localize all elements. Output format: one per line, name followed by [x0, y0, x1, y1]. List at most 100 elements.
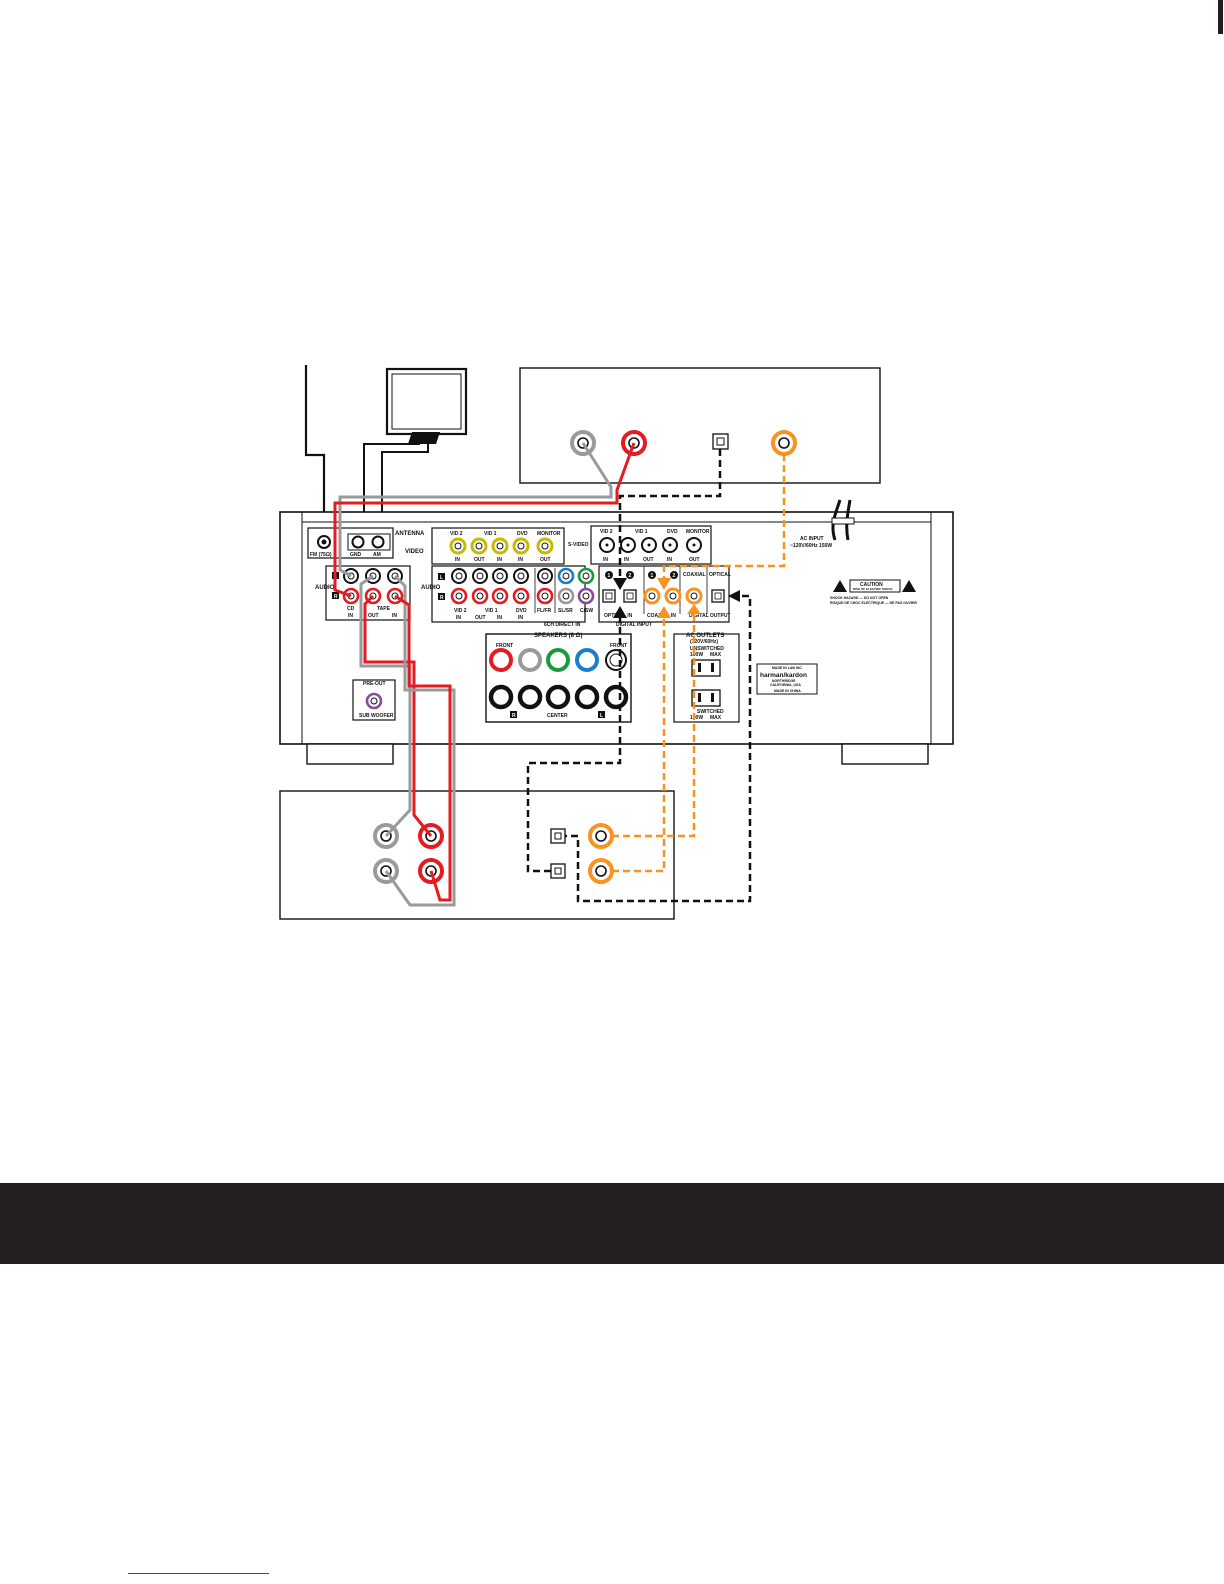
svideo-col-2: VID 1: [635, 529, 648, 535]
direct-in-sw-jack[interactable]: [577, 587, 595, 605]
svideo-jack-3[interactable]: [641, 537, 657, 553]
ac-unswitched-spec-right: MAX: [710, 652, 722, 658]
coaxial-out-jack[interactable]: [685, 587, 703, 605]
audio-top-jack-4[interactable]: [513, 568, 529, 584]
coaxial-in-1-jack[interactable]: [643, 587, 661, 605]
warning-triangle-icon: [833, 580, 847, 592]
svideo-jack-5[interactable]: [686, 537, 702, 553]
bottom-device-coax-jack-bottom[interactable]: [588, 858, 614, 884]
speaker-neg-terminal-1[interactable]: [488, 684, 514, 710]
ac-unswitched-spec-left: 100W: [690, 652, 703, 658]
audio-left-r: R: [334, 594, 338, 600]
video-port-1: IN: [455, 557, 460, 563]
video-port-5: OUT: [540, 557, 551, 563]
audio-bottom-jack-3[interactable]: [491, 587, 509, 605]
tape-deck-white-jack-top[interactable]: [373, 823, 399, 849]
tape-deck-device: [279, 790, 675, 920]
audio-bottom-jack-1[interactable]: [450, 587, 468, 605]
direct-in-sr-jack[interactable]: [557, 587, 575, 605]
optical-in-2-port[interactable]: [623, 589, 637, 603]
caution-title: CAUTION: [860, 582, 883, 588]
source-device-top: [519, 367, 881, 484]
audio-bottom-label-6: C/SW: [580, 608, 593, 614]
direct-in-fr-jack[interactable]: [536, 587, 554, 605]
direct-in-c-jack[interactable]: [577, 567, 595, 585]
am-label: AM: [373, 552, 381, 558]
ac-unswitched-label: UNSWITCHED: [690, 646, 724, 652]
brand-line2: NORTHRIDGE: [772, 679, 796, 683]
speaker-sl-blue-terminal[interactable]: [575, 648, 599, 672]
speaker-fr-red-terminal[interactable]: [489, 648, 513, 672]
optical-out-port[interactable]: [711, 589, 725, 603]
tape-white-cable-1: [359, 574, 412, 838]
caution-line1: RISK OF ELECTRIC SHOCK: [853, 587, 894, 591]
bottom-device-coax-jack-top[interactable]: [588, 823, 614, 849]
speaker-sr-gray-terminal[interactable]: [518, 648, 542, 672]
speaker-neg-terminal-3[interactable]: [545, 684, 571, 710]
speaker-neg-terminal-4[interactable]: [574, 684, 600, 710]
svideo-port-2: IN: [624, 557, 629, 563]
bottom-device-optical-port-top[interactable]: [550, 828, 566, 844]
video-label: VIDEO: [405, 549, 424, 555]
coaxial-in-2-jack[interactable]: [664, 587, 682, 605]
optical-in-1-port[interactable]: [602, 589, 616, 603]
video-jack-5[interactable]: [536, 537, 554, 555]
optical-cable-top: [618, 449, 722, 584]
direct-in-sl-jack[interactable]: [557, 567, 575, 585]
direct-in-fl-jack[interactable]: [537, 568, 553, 584]
video-panel: VIDEO VID 2 VID 1 DVD MONITOR IN OUT IN …: [405, 527, 565, 565]
am-terminal[interactable]: [371, 535, 385, 549]
svideo-jack-2[interactable]: [620, 537, 636, 553]
bottom-device-optical-port-bottom[interactable]: [550, 863, 566, 879]
caution-label: CAUTION RISK OF ELECTRIC SHOCK SHOCK HAZ…: [830, 579, 917, 605]
switched-outlet[interactable]: [691, 689, 721, 707]
tape-label: TAPE: [377, 606, 391, 612]
audio-top-jack-3[interactable]: [492, 568, 508, 584]
speakers-l-label: L: [600, 713, 603, 719]
warning-line1: SHOCK HAZARD — DO NOT OPEN: [830, 596, 889, 600]
optical-out-arrow: [728, 590, 740, 602]
optical-out-cable: [565, 594, 752, 903]
speaker-fl-white-terminal[interactable]: [605, 649, 627, 671]
audio-bottom-label-1: VID 2: [454, 608, 467, 614]
speaker-neg-terminal-2[interactable]: [517, 684, 543, 710]
svideo-jack-4[interactable]: [662, 537, 678, 553]
audio-top-jack-2[interactable]: [472, 568, 488, 584]
video-jack-1[interactable]: [449, 537, 467, 555]
audio-top-jack-1[interactable]: [451, 568, 467, 584]
speaker-center-green-terminal[interactable]: [546, 648, 570, 672]
svideo-port-5: OUT: [689, 557, 700, 563]
video-port-3: IN: [497, 557, 502, 563]
video-port-4: IN: [518, 557, 523, 563]
brand-plate: MADE IN LAB INC harman/kardon NORTHRIDGE…: [756, 663, 818, 695]
coax-cable-bottom-in: [612, 614, 666, 873]
cd-white-cable: [338, 442, 613, 578]
unswitched-outlet[interactable]: [691, 659, 721, 677]
gnd-terminal[interactable]: [351, 535, 365, 549]
svideo-col-4: MONITOR: [686, 529, 710, 535]
svideo-jack-1[interactable]: [599, 537, 615, 553]
video-jack-3[interactable]: [491, 537, 509, 555]
video-jack-2[interactable]: [470, 537, 488, 555]
audio-bottom-jack-2[interactable]: [471, 587, 489, 605]
coax-arrow-up-1: [657, 606, 671, 618]
top-device-optical-port[interactable]: [712, 433, 729, 450]
am-loop-antenna-icon: [363, 367, 468, 535]
speakers-front-right-label: FRONT: [610, 643, 627, 649]
ac-outlets-panel: AC OUTLETS (120V/60Hz) UNSWITCHED 100W M…: [673, 633, 740, 723]
subwoofer-jack[interactable]: [365, 692, 383, 710]
optical-cable-bottom-in: [526, 614, 622, 873]
top-device-coaxial-jack[interactable]: [771, 430, 797, 456]
ac-input-spec: ~120V/60Hz 150W: [790, 543, 832, 549]
video-jack-4[interactable]: [512, 537, 530, 555]
audio-bottom-jack-4[interactable]: [512, 587, 530, 605]
speaker-neg-terminal-5[interactable]: [603, 684, 629, 710]
cd-in-label: IN: [348, 613, 353, 619]
optical-num-1: 1: [608, 573, 611, 579]
digital-panel: 1 2 1 2 COAXIAL OPTICAL OPTICAL IN COAXI…: [598, 565, 731, 628]
audio-left-label: AUDIO: [315, 585, 335, 591]
fm-antenna-jack[interactable]: [317, 535, 331, 549]
coax-num-1: 1: [651, 573, 654, 579]
audio-bottom-label-3: DVD: [516, 608, 527, 614]
